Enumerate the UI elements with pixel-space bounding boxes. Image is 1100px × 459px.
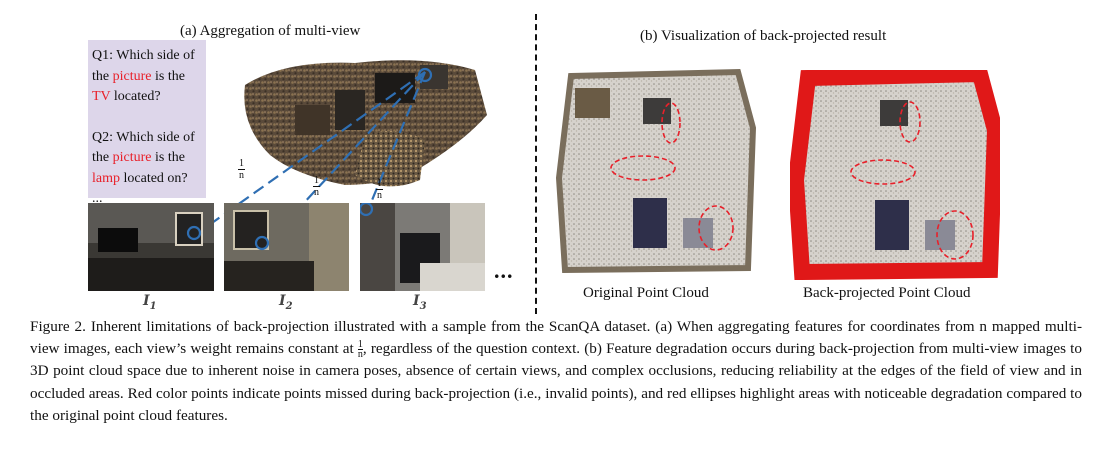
view-image-3: [360, 203, 485, 291]
image-label-1: I1: [143, 293, 157, 312]
image-label-3: I3: [413, 293, 427, 312]
question-1: Q1: Which side of the picture is the TV …: [92, 48, 195, 104]
question-2: Q2: Which side of the picture is the lam…: [92, 129, 195, 186]
figure-caption: Figure 2. Inherent limitations of back-p…: [30, 318, 1082, 424]
backprojected-point-cloud-label: Back-projected Point Cloud: [803, 285, 971, 301]
panel-divider: [535, 14, 537, 314]
projection-line-3: [368, 71, 427, 206]
backprojected-point-cloud: [790, 70, 1000, 280]
original-point-cloud-label: Original Point Cloud: [583, 285, 709, 301]
question-box: Q1: Which side of the picture is the TV …: [88, 40, 206, 206]
projection-line-2: [277, 71, 426, 230]
view-image-2: [224, 203, 349, 291]
panel-b-title: (b) Visualization of back-projected resu…: [640, 28, 887, 44]
scene-point-cloud: [244, 60, 487, 187]
image-label-2: I2: [279, 293, 293, 312]
original-point-cloud: [555, 68, 757, 274]
view-image-1: [88, 203, 214, 291]
question-ellipsis: ...: [92, 191, 103, 206]
panel-a-title: (a) Aggregation of multi-view: [180, 23, 361, 39]
more-views-ellipsis: ...: [494, 258, 514, 283]
